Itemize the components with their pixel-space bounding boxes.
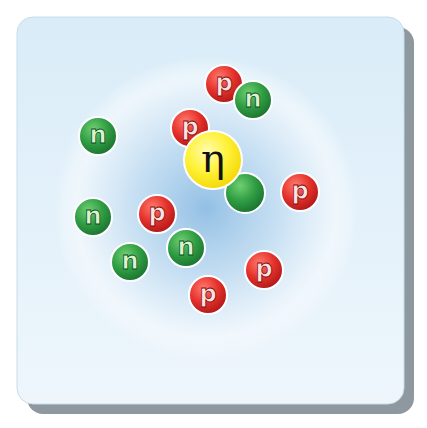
neutron-circle: n [78,116,118,156]
particle-label: n [84,204,101,228]
card [17,17,404,404]
particle-label: n [121,249,138,273]
particle-label: n [244,87,261,111]
particle-label: n [89,123,106,147]
particle-label: p [148,201,165,225]
proton-circle: p [244,250,284,290]
particle-label: p [199,282,216,306]
nucleus-glow [54,56,358,360]
particle-label: p [255,257,272,281]
proton-circle: p [188,275,228,315]
proton-circle: p [137,194,177,234]
neutron-circle: n [166,228,206,268]
eta-meson-circle: η [183,130,243,190]
proton-circle: p [280,172,320,212]
neutron-circle: n [110,242,150,282]
neutron-circle: n [233,80,273,120]
neutron-circle: n [73,197,113,237]
particle-label: η [201,138,225,178]
particle-label: p [215,71,232,95]
particle-label: n [177,235,194,259]
particle-label: p [291,179,308,203]
